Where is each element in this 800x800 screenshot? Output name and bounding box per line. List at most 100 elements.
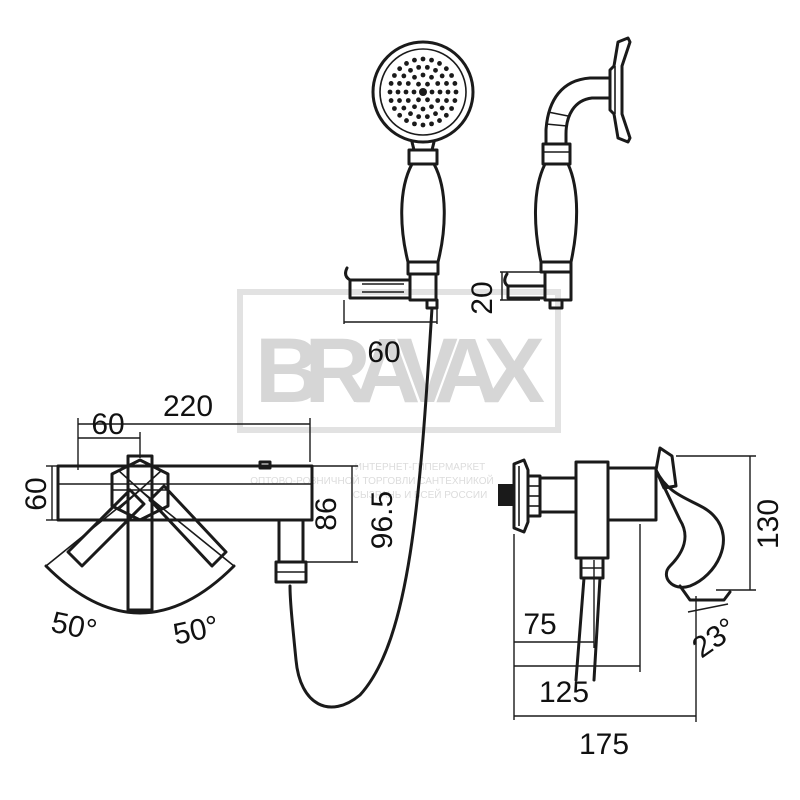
nozzle-dot [443,112,449,118]
nozzle-dot [412,57,417,63]
watermark-brand: BRAVAX [255,320,545,422]
dim-label-depth-short: 75 [523,608,556,641]
dim-label-depth-total: 175 [579,728,629,761]
nozzle-dot [439,73,445,79]
nozzle-dot [404,61,409,66]
dim-label-holder-width: 60 [367,336,400,369]
mixer-body [56,464,314,522]
side-collar [541,142,572,166]
nozzle-dot [429,74,434,80]
dim-label-side-angle: 23° [687,612,743,665]
nozzle-dot [452,81,458,86]
dim-body-height: 60 [20,465,58,521]
nozzle-dot [425,97,430,103]
nozzle-dot [429,104,434,110]
nozzle-dot [397,66,403,72]
side-handle [533,162,579,264]
sweep-edge-right [139,489,235,567]
nozzle-dot [408,111,413,117]
nozzle-dot [401,73,407,79]
handle-ferrule [406,260,440,276]
nozzle-dot [429,89,435,95]
dim-label-depth-mid: 125 [539,676,589,709]
nozzle-dot [412,121,417,127]
nozzle-dot [437,89,443,95]
handle-hub [110,458,170,522]
mixer-side [498,446,732,682]
nozzle-dot [420,56,426,62]
nozzle-dot [416,81,421,87]
holder-block [408,272,438,302]
nozzle-dot [420,122,426,128]
shower-nozzles [387,56,459,128]
side-handle-tip [678,584,732,602]
angle-ref-line [687,603,729,613]
side-body [574,460,610,560]
nozzle-dot [416,64,422,70]
body-cap [258,460,272,470]
dim-depth-total: 175 [514,596,697,761]
mixer-front [44,454,314,615]
nozzle-dot [392,106,397,111]
dim-label-left-angle: 50° [48,606,99,648]
shower-collar [407,148,439,166]
nozzle-dot [435,98,441,103]
dim-depth-short: 75 [513,534,595,720]
side-hose-connector [548,298,564,310]
side-handle-lever [654,468,725,589]
nozzle-dot [392,73,397,78]
dim-handle-offset: 60 [78,408,141,458]
watermark-line-3: СЫЗРАНЬ И ВСЕЙ РОССИИ [353,488,488,501]
dim-label-side-height: 130 [752,499,785,549]
nozzle-dot [395,89,401,95]
side-connector [538,476,578,514]
nozzle-dot [416,97,421,103]
dim-side-height: 130 [676,455,785,591]
shower-head-rim [371,40,475,144]
nozzle-dot [445,89,451,95]
nozzle-dot [424,64,430,70]
nozzle-dot [437,61,442,66]
shower-hose [288,306,434,709]
watermark: BRAVAX ИНТЕРНЕТ-ГИПЕРМАРКЕТ ОПТОВО-РОЗНИ… [237,289,561,501]
nozzle-dot [449,106,454,111]
side-cartridge [606,466,658,522]
nozzle-dot [411,89,417,95]
nozzle-dot [443,66,449,72]
side-holder-bracket [503,272,547,300]
nozzle-dot [401,105,407,111]
hand-shower-side [503,36,632,310]
nozzle-dot [453,89,459,95]
dim-label-holder-height: 20 [466,281,499,314]
nozzle-dot [388,98,394,103]
nozzle-dot [449,73,454,78]
dim-label-right-angle: 50° [170,610,221,652]
wall-inlet [498,484,514,506]
nozzle-dot [444,98,449,103]
nozzle-dot [405,98,411,103]
nozzle-dot [425,81,430,87]
nozzle-dot [420,72,426,78]
nozzle-dot [433,111,438,117]
handle-lever-left [66,488,146,568]
shower-head-inner-rim [379,48,467,136]
handle-lever-right [148,484,228,568]
nozzle-dot [437,118,442,123]
nozzle-dot [435,81,441,86]
nozzle-dot [412,74,417,80]
side-handle-top [654,446,678,490]
nozzle-dot [419,88,427,96]
dim-label-body-to-outlet: 86 [310,497,343,530]
nozzle-dot [397,112,403,118]
dim-shower-height: 96.5 [366,491,399,549]
nozzle-dot [439,105,445,111]
nozzle-dot [397,98,402,103]
dim-depth-mid: 125 [514,524,641,709]
handle-sweep-arc [44,564,236,615]
handle-stem [126,454,154,612]
nozzle-dot [420,106,426,112]
dim-holder-width: 60 [343,300,438,369]
nozzle-dot [408,67,413,73]
nozzle-dot [405,81,411,86]
